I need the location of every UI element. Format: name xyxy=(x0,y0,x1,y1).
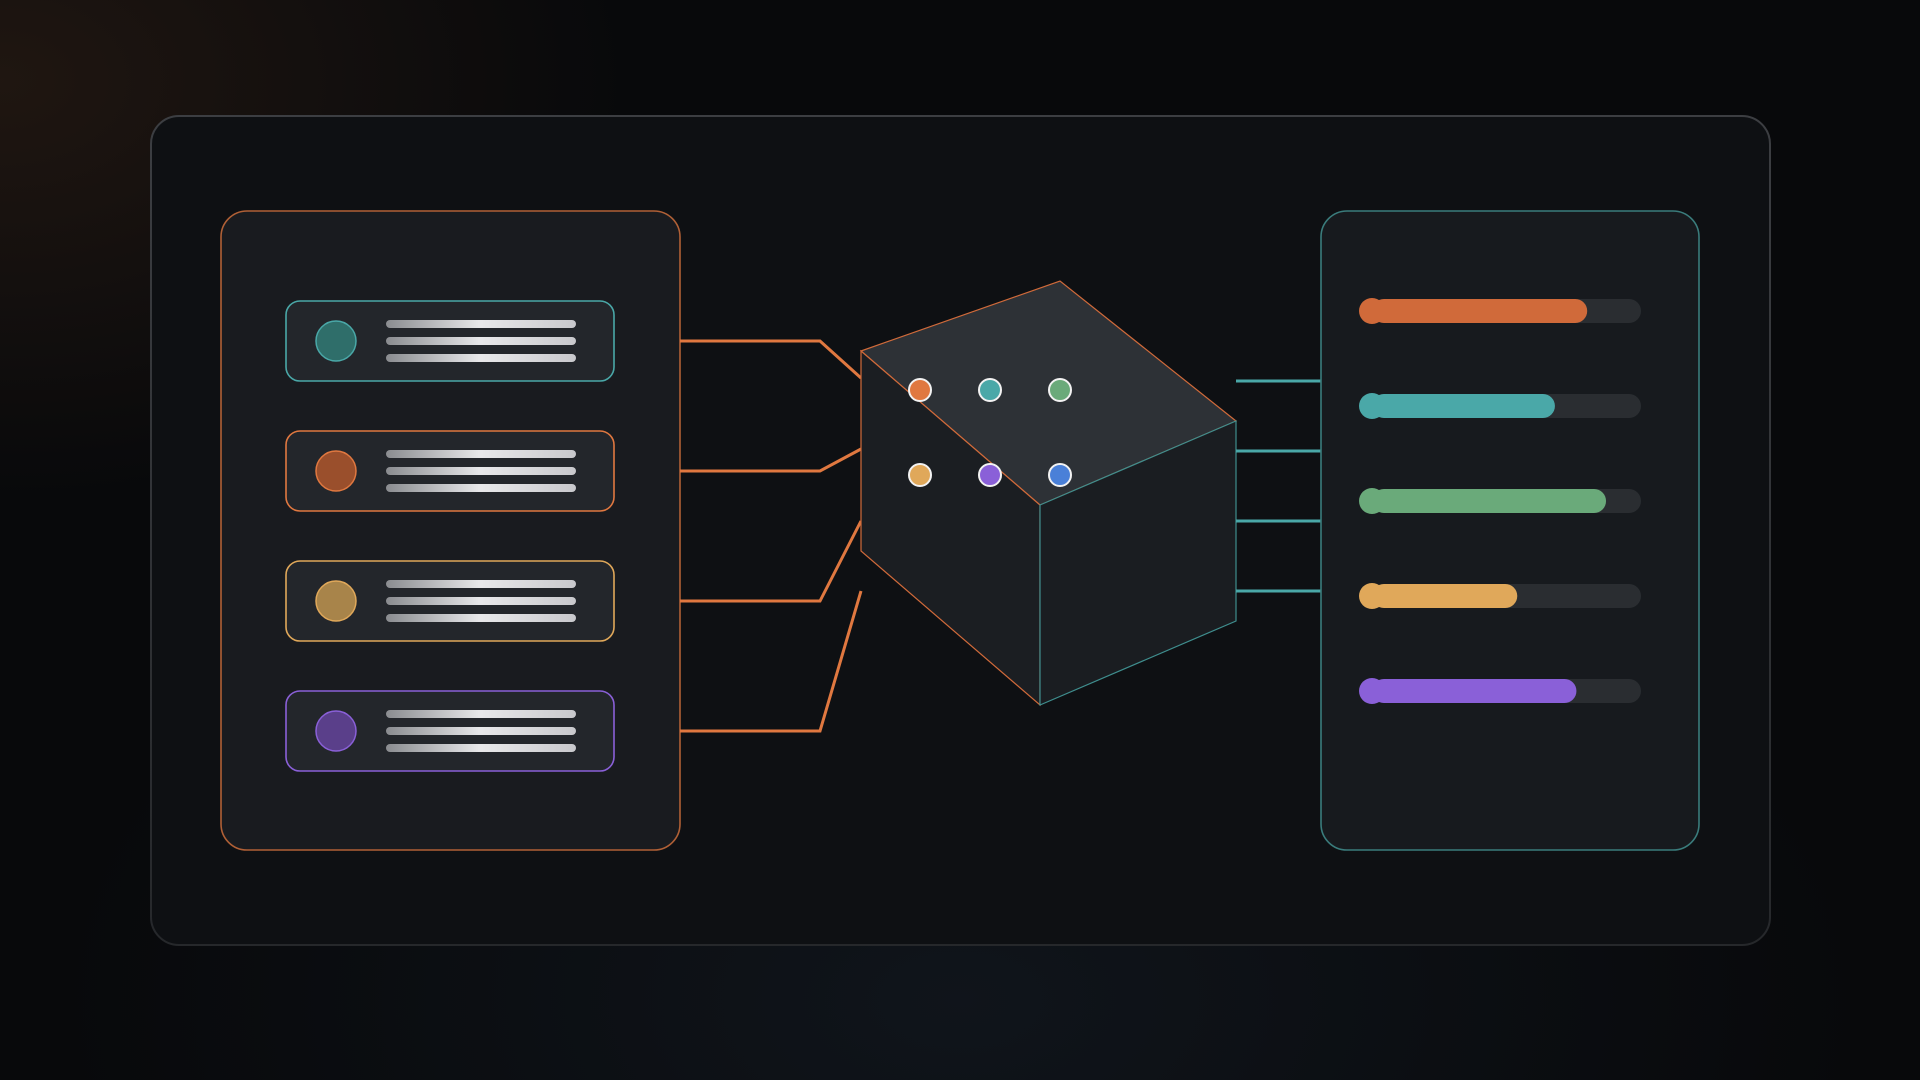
output-bar-fill xyxy=(1372,299,1588,323)
input-connector xyxy=(680,339,863,380)
cube-dot xyxy=(978,378,1002,402)
input-connector xyxy=(680,447,862,473)
text-line-placeholder xyxy=(386,614,576,622)
input-card-dot xyxy=(315,320,357,362)
text-line-placeholder xyxy=(386,484,576,492)
text-line-placeholder xyxy=(386,597,576,605)
output-bar-knob xyxy=(1359,298,1385,324)
output-bar-knob xyxy=(1359,393,1385,419)
output-connectors xyxy=(1236,379,1321,593)
text-line-placeholder xyxy=(386,744,576,752)
text-line-placeholder xyxy=(386,337,576,345)
cube-dot xyxy=(1048,378,1072,402)
cube-dot xyxy=(908,463,932,487)
processing-cube xyxy=(859,280,1238,707)
output-bar-fill xyxy=(1372,584,1518,608)
text-line-placeholder xyxy=(386,580,576,588)
output-bar xyxy=(1359,393,1641,419)
output-bar xyxy=(1359,583,1641,609)
cube-right-face xyxy=(1039,420,1237,706)
text-line-placeholder xyxy=(386,727,576,735)
output-bar-fill xyxy=(1372,489,1607,513)
text-line-placeholder xyxy=(386,467,576,475)
cube-status-dots xyxy=(908,378,1072,487)
text-line-placeholder xyxy=(386,450,576,458)
input-card xyxy=(285,430,615,512)
input-connector xyxy=(680,590,863,733)
input-card xyxy=(285,690,615,772)
input-connectors xyxy=(680,339,863,733)
input-cards xyxy=(285,300,615,772)
output-bar xyxy=(1359,298,1641,324)
input-card-dot xyxy=(315,710,357,752)
output-bar-knob xyxy=(1359,583,1385,609)
input-connector xyxy=(680,520,863,603)
cube-dot xyxy=(1048,463,1072,487)
output-bar-fill xyxy=(1372,679,1577,703)
output-bar-knob xyxy=(1359,678,1385,704)
input-card-dot xyxy=(315,580,357,622)
output-bar-knob xyxy=(1359,488,1385,514)
cube-dot xyxy=(908,378,932,402)
cube-dot xyxy=(978,463,1002,487)
input-card xyxy=(285,300,615,382)
input-card xyxy=(285,560,615,642)
output-bar xyxy=(1359,488,1641,514)
output-bar xyxy=(1359,678,1641,704)
output-bar-fill xyxy=(1372,394,1555,418)
text-line-placeholder xyxy=(386,354,576,362)
text-line-placeholder xyxy=(386,710,576,718)
text-line-placeholder xyxy=(386,320,576,328)
output-bars xyxy=(1359,298,1641,704)
input-card-dot xyxy=(315,450,357,492)
